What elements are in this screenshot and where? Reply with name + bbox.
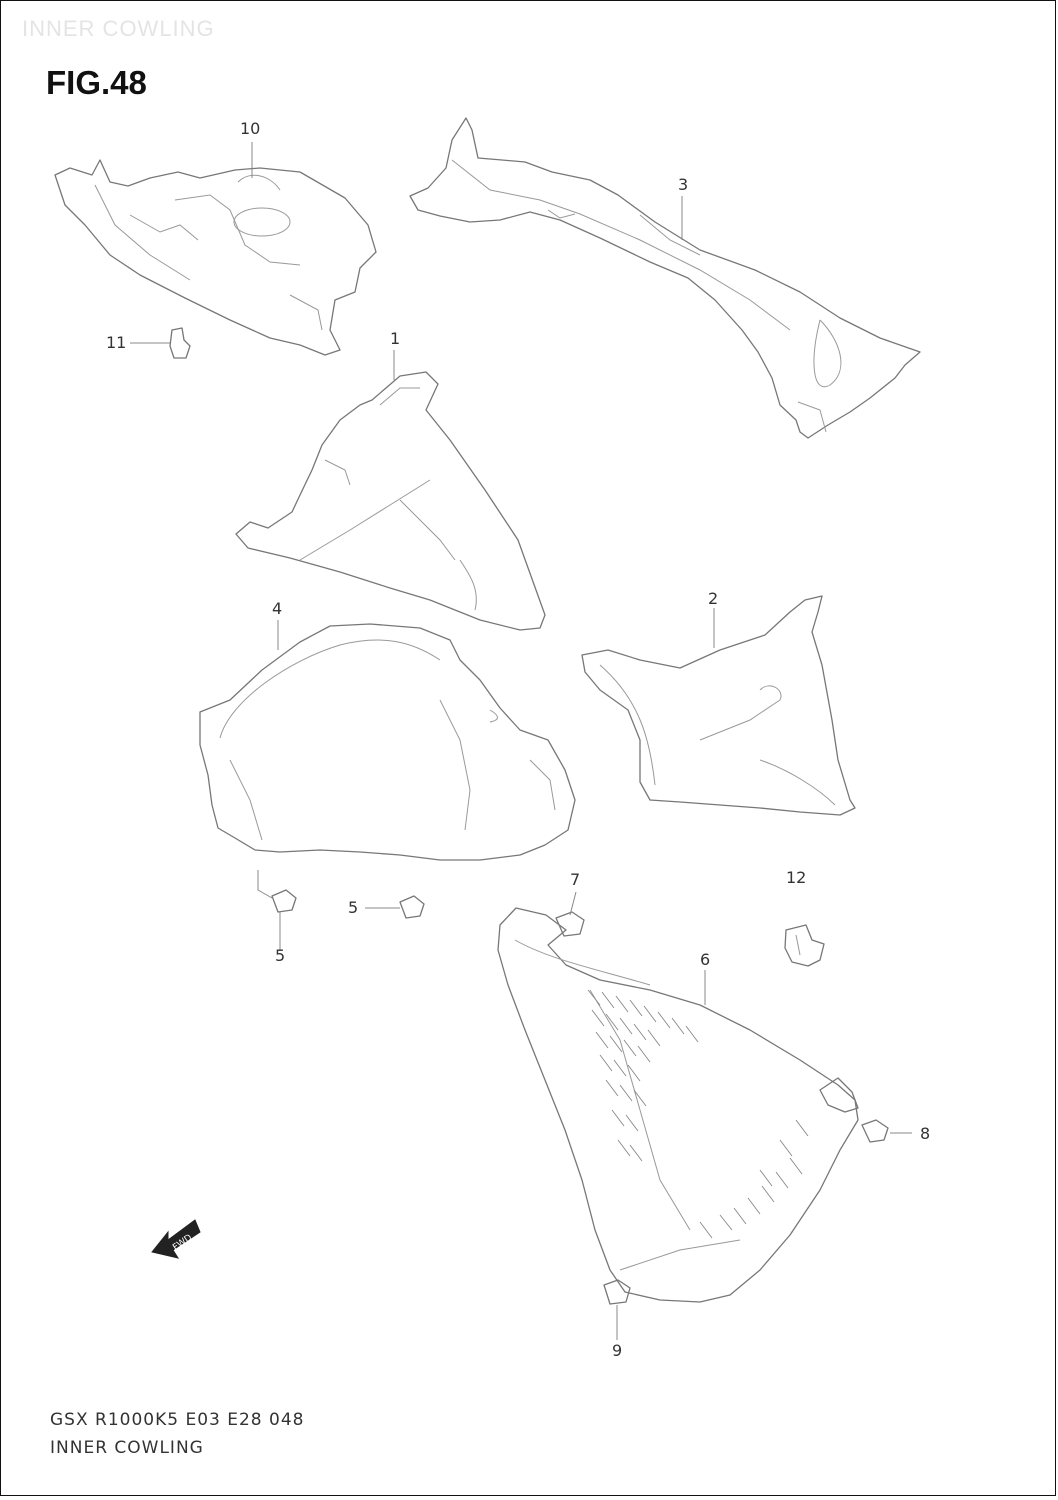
- callout-11: 11: [106, 333, 127, 352]
- part-6-shape: [497, 907, 859, 1303]
- callout-5-right: 5: [348, 898, 359, 917]
- part-7-clip: [555, 911, 585, 937]
- figure-label: FIG.48: [46, 64, 147, 101]
- fwd-arrow-icon: FWD: [151, 1219, 201, 1259]
- header-title: INNER COWLING: [22, 16, 215, 41]
- callout-6: 6: [700, 950, 711, 969]
- part-10-shape: [54, 159, 377, 356]
- callout-12: 12: [786, 868, 807, 887]
- callout-4: 4: [272, 599, 283, 618]
- callout-3: 3: [678, 175, 689, 194]
- callout-5-left: 5: [275, 946, 286, 965]
- callout-2: 2: [708, 589, 719, 608]
- leader-lines: [130, 142, 912, 1340]
- part-12-clip: [784, 924, 825, 967]
- part-4-shape: [199, 623, 576, 861]
- callout-10: 10: [240, 119, 261, 138]
- part-8-fastener: [819, 1077, 889, 1143]
- part-2-shape: [581, 595, 856, 816]
- callout-9: 9: [612, 1341, 623, 1360]
- fasteners: [169, 327, 631, 1305]
- mesh-grille: [587, 989, 809, 1239]
- footer-model-code: GSX R1000K5 E03 E28 048: [50, 1410, 305, 1430]
- callout-8: 8: [920, 1124, 931, 1143]
- callout-1: 1: [390, 329, 401, 348]
- footer-caption: INNER COWLING: [50, 1438, 204, 1458]
- part-1-shape: [235, 371, 546, 631]
- callout-7: 7: [570, 870, 581, 889]
- part-3-shape: [409, 117, 921, 439]
